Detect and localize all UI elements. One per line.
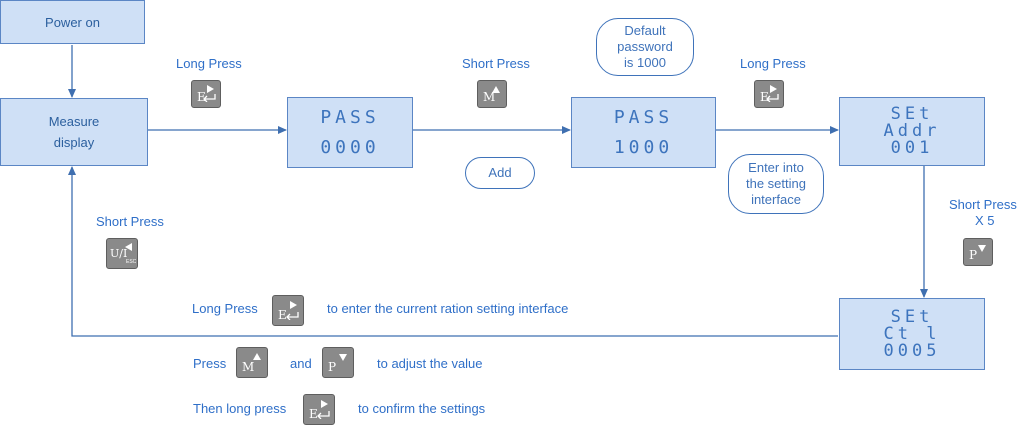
p-key-icon: P — [322, 347, 354, 378]
pass-label: PASS — [613, 106, 674, 128]
instruction-3-prefix: Then long press — [193, 401, 287, 416]
key-letter: E — [278, 308, 287, 322]
addr-label: Addr — [883, 121, 941, 141]
set-addr-display: SEt Addr 001 — [839, 97, 985, 166]
down-arrow-icon — [339, 354, 347, 361]
m-key-icon: M — [477, 80, 507, 108]
down-arrow-icon — [978, 245, 986, 252]
right-arrow-icon — [207, 85, 214, 93]
pass-label: PASS — [320, 106, 380, 128]
long-press-label: Long Press — [176, 56, 242, 71]
short-press-label: Short Press — [949, 197, 1017, 212]
set-ct-display: SEt Ct l 0005 — [839, 298, 985, 370]
p-key-icon: P — [963, 238, 993, 266]
key-letter: M — [483, 90, 496, 104]
e-key-icon: E — [191, 80, 221, 108]
addr-value: 001 — [890, 138, 934, 158]
esc-label: ESC — [126, 259, 137, 265]
key-letter: E — [309, 407, 318, 421]
pass-0000-display: PASS 0000 — [287, 97, 413, 168]
return-arrow-icon — [317, 411, 330, 419]
key-letter: P — [328, 360, 337, 374]
key-letter: M — [242, 360, 255, 374]
left-arrow-icon — [125, 243, 132, 251]
pass-1000-display: PASS 1000 — [571, 97, 716, 168]
instruction-2-suffix: to adjust the value — [377, 356, 483, 371]
ct-label: Ct l — [883, 323, 941, 344]
set-label: SEt — [890, 104, 934, 124]
instruction-2-and: and — [290, 356, 312, 371]
instruction-1-suffix: to enter the current ration setting inte… — [327, 301, 569, 316]
instruction-1-prefix: Long Press — [192, 301, 258, 316]
note-line: interface — [751, 192, 801, 207]
key-letter: E — [760, 90, 769, 104]
e-key-icon: E — [272, 295, 304, 326]
right-arrow-icon — [290, 301, 297, 309]
up-arrow-icon — [253, 353, 261, 360]
power-on-box: Power on — [0, 0, 145, 44]
short-press-label: Short Press — [462, 56, 530, 71]
right-arrow-icon — [770, 85, 777, 93]
long-press-label: Long Press — [740, 56, 806, 71]
measure-label-line1: Measure — [48, 114, 100, 129]
up-arrow-icon — [492, 86, 500, 93]
e-key-icon: E — [754, 80, 784, 108]
note-line: Default — [624, 23, 666, 38]
key-letter: U/I — [110, 247, 128, 260]
power-on-label: Power on — [45, 14, 100, 30]
default-password-note: Default password is 1000 — [596, 18, 694, 76]
right-arrow-icon — [321, 400, 328, 408]
key-letter: P — [969, 248, 978, 262]
instruction-3-suffix: to confirm the settings — [358, 401, 486, 416]
add-note: Add — [465, 157, 535, 189]
enter-setting-note: Enter into the setting interface — [728, 154, 824, 214]
measure-display-box: Measure display — [0, 98, 148, 166]
m-key-icon: M — [236, 347, 268, 378]
times-five-label: X 5 — [975, 213, 995, 228]
note-line: is 1000 — [624, 55, 666, 70]
return-arrow-icon — [286, 312, 299, 320]
short-press-label: Short Press — [96, 214, 164, 229]
set-label: SEt — [890, 306, 934, 327]
measure-label-line2: display — [53, 135, 95, 150]
instruction-2-prefix: Press — [193, 356, 227, 371]
key-letter: E — [197, 90, 206, 104]
arrow-setct-to-measure — [68, 166, 838, 337]
note-line: password — [617, 39, 673, 54]
ct-value: 0005 — [883, 340, 941, 361]
e-key-icon: E — [303, 394, 335, 425]
pass-value: 0000 — [320, 136, 380, 158]
pass-value: 1000 — [613, 136, 674, 158]
return-arrow-icon — [203, 94, 216, 102]
return-arrow-icon — [766, 94, 779, 102]
ui-esc-key-icon: U/I ESC — [106, 238, 138, 269]
note-line: Add — [488, 165, 512, 180]
note-line: the setting — [746, 176, 806, 191]
note-line: Enter into — [748, 160, 804, 175]
